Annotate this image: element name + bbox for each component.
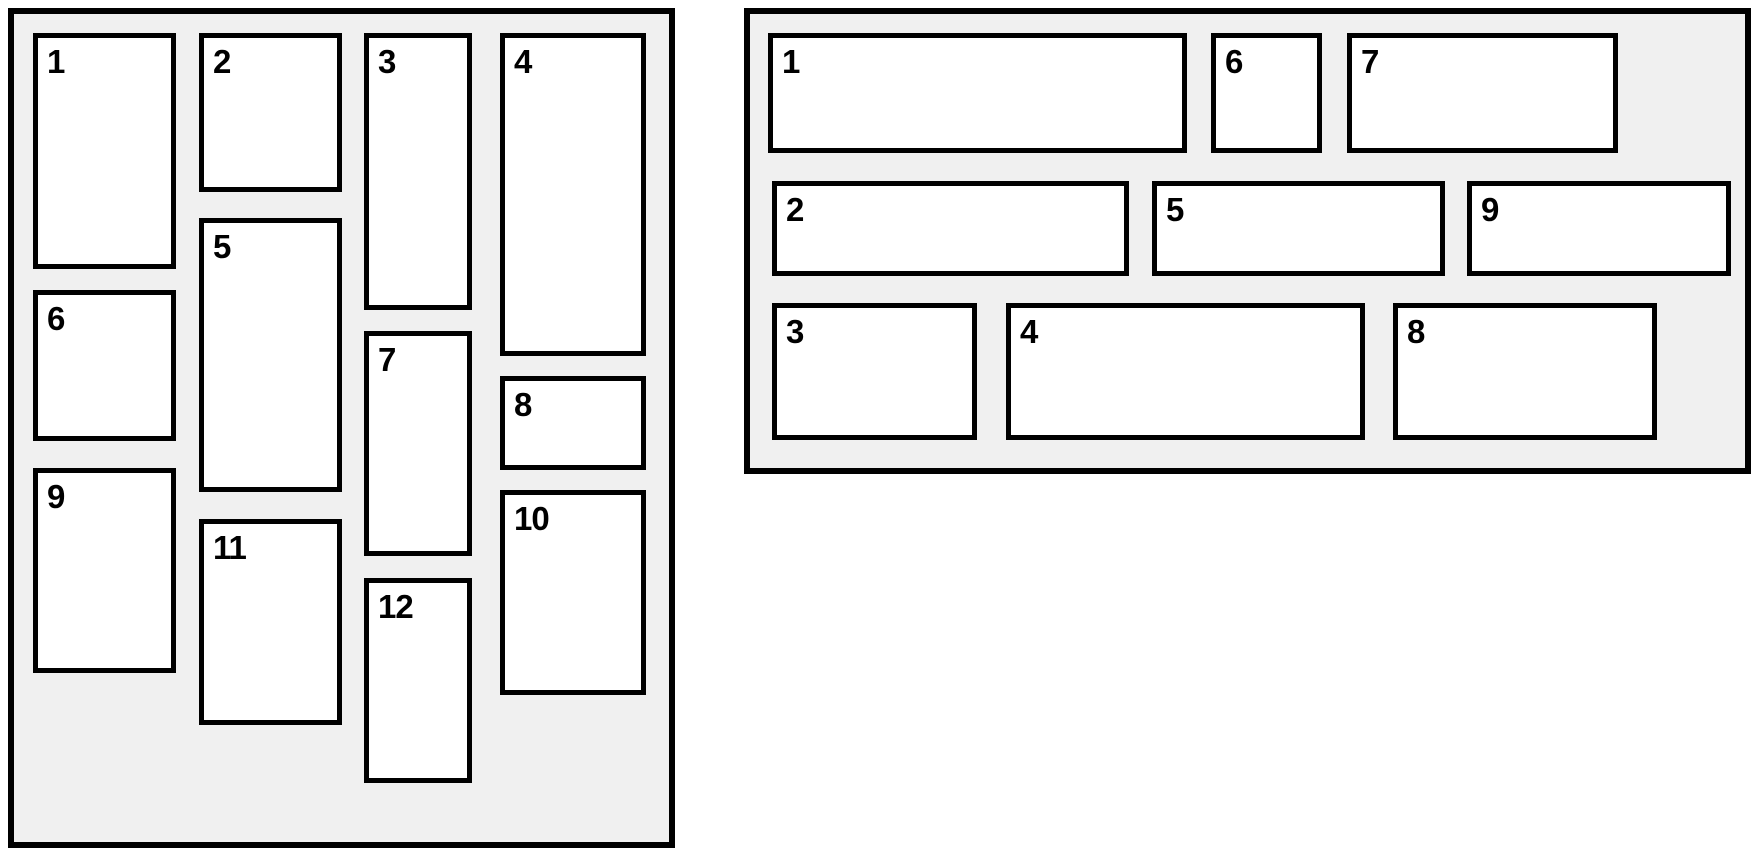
masonry-tile-7: 7: [364, 331, 472, 556]
masonry-tile-7: 7: [1347, 33, 1618, 153]
tile-number-label: 9: [1481, 191, 1499, 228]
tile-number-label: 2: [213, 43, 231, 80]
masonry-tile-10: 10: [500, 490, 646, 695]
tile-number-label: 7: [378, 341, 396, 378]
tile-number-label: 3: [786, 313, 804, 350]
masonry-tile-8: 8: [500, 376, 646, 470]
masonry-tile-9: 9: [33, 468, 176, 673]
masonry-tile-11: 11: [199, 519, 342, 725]
tile-number-label: 5: [1166, 191, 1184, 228]
tile-number-label: 11: [213, 529, 247, 566]
masonry-tile-3: 3: [772, 303, 977, 440]
tile-number-label: 6: [47, 300, 65, 337]
masonry-tile-1: 1: [33, 33, 176, 269]
tile-number-label: 4: [514, 43, 532, 80]
tile-number-label: 9: [47, 478, 65, 515]
masonry-tile-2: 2: [199, 33, 342, 192]
horizontal-masonry-panel: 1 2 3 4 5 6 7 8 9: [744, 8, 1751, 474]
tile-number-label: 3: [378, 43, 396, 80]
tile-number-label: 6: [1225, 43, 1243, 80]
tile-number-label: 1: [47, 43, 65, 80]
masonry-tile-5: 5: [1152, 181, 1445, 276]
tile-number-label: 8: [514, 386, 532, 423]
masonry-tile-12: 12: [364, 578, 472, 783]
tile-number-label: 1: [782, 43, 800, 80]
tile-number-label: 2: [786, 191, 804, 228]
masonry-tile-9: 9: [1467, 181, 1731, 276]
masonry-tile-4: 4: [1006, 303, 1365, 440]
masonry-tile-2: 2: [772, 181, 1129, 276]
masonry-tile-1: 1: [768, 33, 1187, 153]
tile-number-label: 4: [1020, 313, 1038, 350]
tile-number-label: 10: [514, 500, 550, 537]
tile-number-label: 8: [1407, 313, 1425, 350]
masonry-tile-6: 6: [33, 290, 176, 441]
tile-number-label: 12: [378, 588, 414, 625]
masonry-tile-3: 3: [364, 33, 472, 310]
tile-number-label: 7: [1361, 43, 1379, 80]
masonry-tile-4: 4: [500, 33, 646, 356]
masonry-tile-6: 6: [1211, 33, 1322, 153]
masonry-tile-5: 5: [199, 218, 342, 492]
masonry-tile-8: 8: [1393, 303, 1657, 440]
tile-number-label: 5: [213, 228, 231, 265]
